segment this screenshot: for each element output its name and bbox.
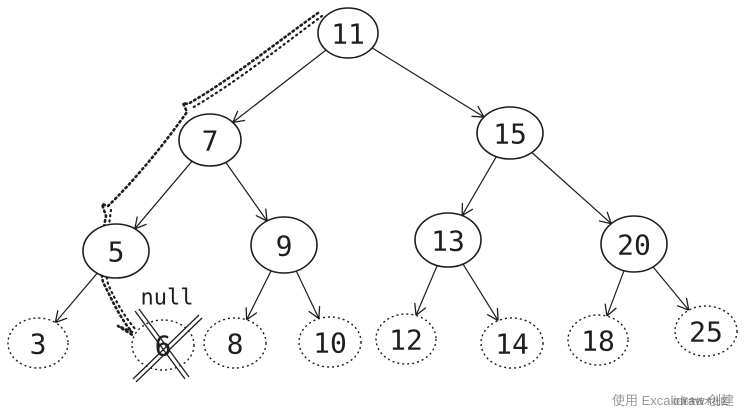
tree-node-14: 14 — [480, 317, 544, 369]
edge-n7-n5 — [133, 160, 193, 230]
node-circle — [567, 314, 629, 366]
edge-n9-n10 — [295, 270, 321, 320]
tree-node-3: 3 — [7, 317, 69, 369]
tree-node-20: 20 — [600, 215, 668, 273]
null-label: null — [141, 286, 194, 311]
node-label: 8 — [227, 328, 244, 361]
null-cross-stroke — [135, 317, 203, 383]
node-label: 7 — [202, 125, 219, 158]
node-circle — [178, 113, 242, 167]
tree-node-7: 7 — [178, 113, 242, 167]
tree-edges — [54, 47, 690, 324]
null-cross-stroke — [132, 314, 200, 380]
edge-n11-n7 — [231, 49, 327, 124]
node-circle — [480, 317, 544, 369]
edge-n15-n13 — [461, 156, 497, 217]
edge-n15-n20 — [531, 152, 613, 225]
tree-node-18: 18 — [567, 314, 629, 366]
node-circle — [375, 313, 437, 365]
edge-n9-n8 — [245, 270, 272, 322]
tree-node-11: 11 — [317, 7, 379, 59]
tree-node-8: 8 — [203, 317, 267, 369]
node-circle — [476, 106, 544, 160]
watermark-text: 使用 Excalidraw 创建 — [612, 393, 734, 408]
node-label: 25 — [689, 316, 723, 349]
edge-n20-n25 — [652, 266, 690, 312]
node-circle — [317, 7, 379, 59]
tree-node-12: 12 — [375, 313, 437, 365]
tree-node-9: 9 — [250, 216, 318, 274]
edge-n5-n3 — [54, 272, 98, 324]
node-label: 12 — [389, 324, 423, 357]
node-label: 5 — [108, 236, 125, 269]
search-path — [99, 11, 324, 338]
node-circle — [7, 317, 69, 369]
edge-n13-n14 — [462, 263, 499, 322]
search-path-line — [99, 11, 320, 338]
null-cross-stroke — [134, 310, 186, 380]
search-path-line-echo — [105, 14, 324, 332]
tree-node-6: 6 — [131, 319, 195, 371]
tree-node-10: 10 — [298, 316, 362, 368]
edge-n13-n12 — [414, 265, 438, 317]
tree-node-15: 15 — [476, 106, 544, 160]
node-label: 3 — [30, 328, 47, 361]
node-label: 20 — [617, 229, 651, 262]
node-circle — [203, 317, 267, 369]
null-cross-stroke — [138, 308, 190, 378]
watermark-overlay: @掘金技术社区 — [672, 396, 728, 406]
edge-n11-n15 — [371, 47, 486, 118]
node-circle — [298, 316, 362, 368]
null-marker: null — [132, 286, 203, 383]
edge-n7-n9 — [225, 162, 268, 223]
tree-node-25: 25 — [674, 305, 738, 357]
node-label: 11 — [331, 18, 365, 51]
node-circle — [674, 305, 738, 357]
tree-node-5: 5 — [82, 223, 150, 279]
node-label: 18 — [581, 325, 615, 358]
node-circle — [82, 223, 150, 279]
watermark: 使用 Excalidraw 创建 @掘金技术社区 — [612, 393, 734, 408]
tree-node-13: 13 — [414, 212, 482, 268]
node-label: 10 — [313, 327, 347, 360]
node-label: 9 — [276, 230, 293, 263]
node-label: 14 — [495, 328, 529, 361]
node-circle — [250, 216, 318, 274]
node-label: 13 — [431, 225, 465, 258]
node-circle — [414, 212, 482, 268]
node-circle — [600, 215, 668, 273]
node-label: 15 — [493, 118, 527, 151]
edge-n20-n18 — [604, 270, 625, 318]
node-circle — [131, 319, 195, 371]
